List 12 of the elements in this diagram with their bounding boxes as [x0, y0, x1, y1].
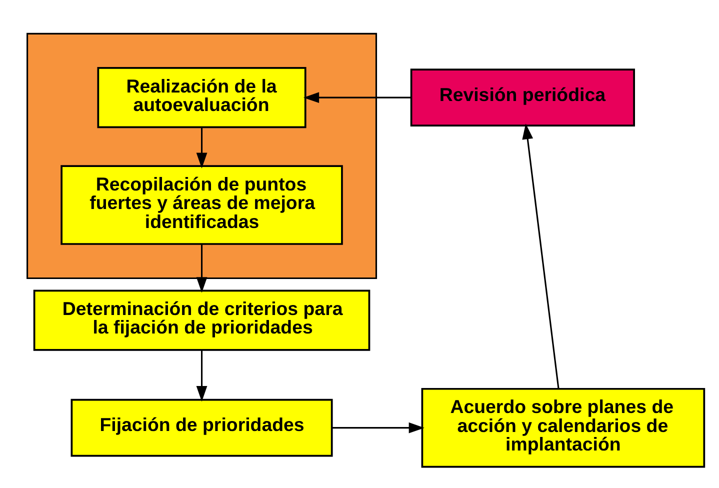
arrow: [196, 128, 208, 168]
arrow: [196, 350, 208, 402]
node-box: Fijación de prioridades: [70, 398, 333, 457]
node-box: Determinación de criterios para la fijación de prioridades: [33, 290, 370, 351]
arrow: [332, 422, 424, 434]
arrow: [522, 124, 560, 389]
node-box: Acuerdo sobre planes de acción y calendarios de implantación: [421, 388, 706, 468]
arrow: [303, 92, 412, 104]
node-box: Recopilación de puntos fuertes y áreas de mejora identificadas: [60, 165, 343, 245]
arrow: [196, 244, 208, 293]
node-box: Revisión periódica: [410, 68, 635, 127]
node-box: Realización de la autoevaluación: [97, 67, 306, 128]
